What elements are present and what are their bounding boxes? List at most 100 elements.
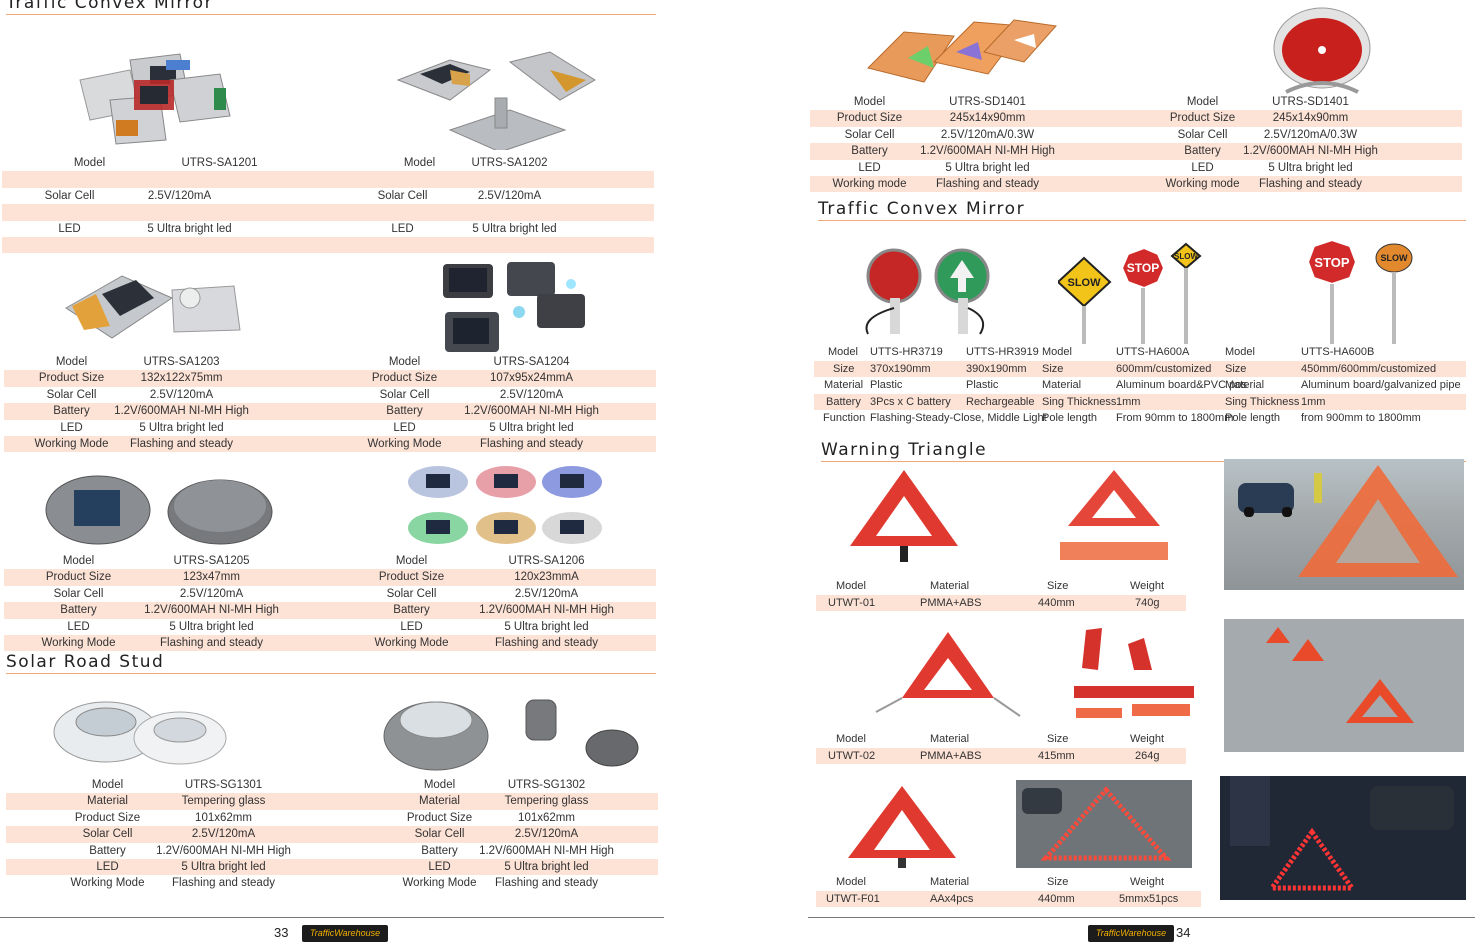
spec-label: LED	[428, 860, 451, 873]
spec-label: Solar Cell	[82, 828, 133, 841]
spec-value: 5 Ultra bright led	[1268, 161, 1353, 174]
spec-label: Size	[1042, 362, 1064, 375]
spec-label: Size	[833, 362, 855, 375]
spec-label: Model	[853, 96, 886, 108]
spec-value: 1mm	[1116, 395, 1141, 408]
spec-label: Size	[1225, 362, 1247, 375]
spec-label: Model	[62, 555, 95, 567]
spec-value: 5mmx51pcs	[1119, 892, 1179, 905]
spec-label: Size	[1047, 876, 1069, 888]
solar-stud-sa1203-image	[65, 275, 241, 339]
left-section-title: Solar Road Stud	[6, 652, 656, 674]
page-number: 34	[1176, 925, 1191, 940]
spec-value: 2.5V/120mA	[179, 587, 244, 600]
spec-value: 5 Ultra bright led	[504, 620, 589, 633]
triangle-section-title: Warning Triangle	[821, 440, 1466, 462]
spec-label: Solar Cell	[377, 189, 428, 202]
spec-row: UTWT-02 PMMA+ABS 415mm 264g	[816, 747, 1186, 764]
spec-value: 3Pcs x C battery	[870, 395, 951, 408]
spec-value: 245x14x90mm	[1272, 112, 1349, 125]
spec-value: 1.2V/600MAH NI-MH High	[920, 145, 1055, 158]
spec-value: UTRS-SA1206	[508, 555, 585, 567]
spec-value: UTWT-F01	[826, 892, 880, 905]
glass-stud-sg1301-image	[53, 701, 227, 765]
spec-value: UTRS-SG1302	[507, 779, 586, 791]
spec-label: Model	[91, 779, 124, 791]
slow-sign-small-text: SLOW	[1174, 252, 1198, 261]
spec-row: UTWT-01 PMMA+ABS 440mm 740g	[816, 594, 1186, 611]
spec-value: 5 Ultra bright led	[147, 222, 232, 235]
spec-value: 5 Ultra bright led	[945, 161, 1030, 174]
spec-label: LED	[391, 222, 414, 235]
footer-divider	[0, 917, 664, 918]
spec-row: Model Material Size Weight	[816, 578, 1196, 595]
spec-value: from 900mm to 1800mm	[1301, 412, 1421, 424]
spec-value: Flashing and steady	[936, 177, 1039, 190]
spec-label: Material	[1042, 379, 1082, 391]
spec-value: UTWT-02	[828, 749, 876, 762]
spec-label: Solar Cell	[1177, 128, 1228, 141]
spec-row: Battery 3Pcs x C battery Rechargeable Si…	[814, 393, 1466, 410]
solar-stud-sd1401-b-image	[1273, 7, 1371, 94]
paddle-spec-table: Model UTTS-HR3719 UTTS-HR3919 Model UTTS…	[814, 344, 1466, 427]
spec-label: Working mode	[832, 177, 907, 190]
warning-triangle-01-box-image	[1060, 470, 1168, 560]
spec-label: Material	[824, 379, 864, 391]
led-triangle-street-icon	[1016, 780, 1192, 868]
spec-value: 415mm	[1038, 749, 1075, 762]
spec-label: Product Size	[74, 811, 141, 824]
spec-value: 440mm	[1038, 892, 1075, 905]
triangle-spec-02: Model Material Size Weight UTWT-02 PMMA+…	[816, 731, 1196, 764]
spec-label: Material	[930, 733, 970, 745]
spec-value: 5 Ultra bright led	[472, 222, 557, 235]
brand-logo: TrafficWarehouse	[302, 925, 388, 942]
spec-value: 390x190mm	[966, 362, 1027, 375]
solar-stud-sd1401-image	[867, 19, 1057, 83]
spec-value: 245x14x90mm	[949, 112, 1026, 125]
spec-value: Flashing and steady	[172, 877, 275, 890]
spec-label: Model	[55, 356, 88, 368]
spec-label: LED	[393, 421, 416, 434]
spec-value: 5 Ultra bright led	[504, 860, 589, 873]
warning-triangle-01-image	[850, 470, 958, 562]
spec-label: Pole length	[1225, 412, 1281, 424]
spec-value: 440mm	[1038, 596, 1075, 609]
spec-label: LED	[58, 222, 81, 235]
spec-label: Battery	[393, 604, 430, 617]
spec-label: LED	[858, 161, 881, 174]
spec-label: LED	[67, 620, 90, 633]
spec-value: Flashing and steady	[160, 636, 263, 649]
spec-value: Aluminum board&PVC pos	[1116, 379, 1247, 391]
spec-label: Model	[836, 733, 866, 745]
spec-label: Model	[828, 346, 858, 358]
spec-value: 5 Ultra bright led	[489, 421, 574, 434]
spec-label: Product Size	[836, 112, 903, 125]
mirror-section-title: Traffic Convex Mirror	[818, 199, 1466, 221]
spec-value: 2.5V/120mA	[149, 388, 214, 401]
spec-label: Product Size	[1169, 112, 1236, 125]
spec-value: 1.2V/600MAH NI-MH High	[144, 604, 279, 617]
spec-value: 2.5V/120mA	[514, 828, 579, 841]
spec-label: Solar Cell	[53, 587, 104, 600]
spec-value: 1.2V/600MAH NI-MH High	[114, 405, 249, 418]
spec-label: Model	[73, 157, 106, 169]
spec-value: UTRS-SA1205	[173, 555, 250, 567]
spec-label: Battery	[851, 145, 888, 158]
spec-label: Solar Cell	[386, 587, 437, 600]
spec-value: Tempering glass	[181, 795, 266, 808]
spec-label: Weight	[1130, 733, 1165, 745]
